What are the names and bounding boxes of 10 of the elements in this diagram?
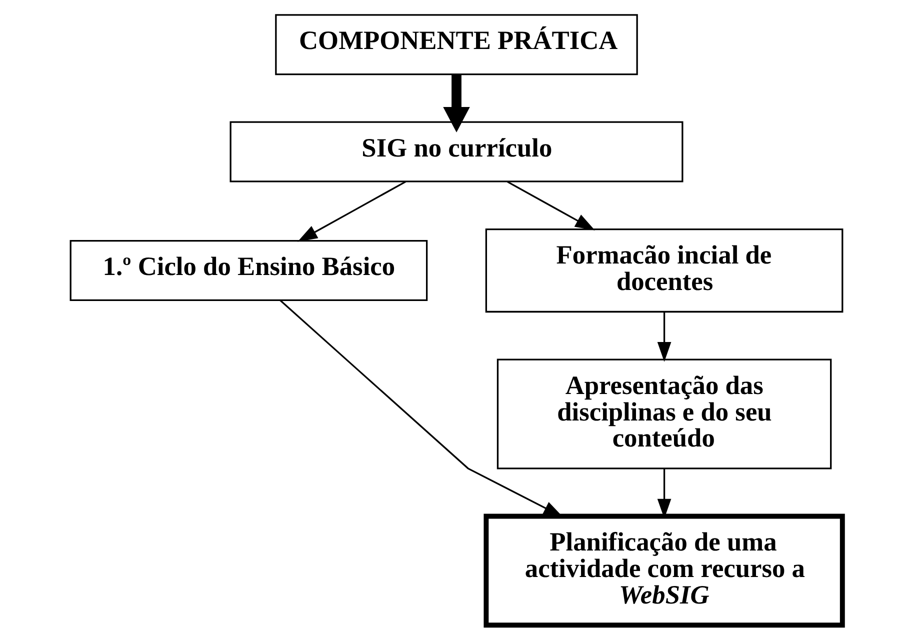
node-box: Formacão incial de docentes <box>485 228 844 313</box>
node-box: Apresentação das disciplinas e do seu conteúdo <box>496 358 832 470</box>
node-box: COMPONENTE PRÁTICA <box>275 14 638 76</box>
arrow <box>506 180 595 230</box>
arrow <box>657 312 672 362</box>
node-box: SIG no currículo <box>230 121 684 182</box>
arrow <box>443 74 470 132</box>
node-box: 1.º Ciclo do Ensino Básico <box>70 240 428 302</box>
node-box: Planificação de uma actividade com recurso a WebSIG <box>484 514 845 628</box>
arrow <box>298 180 406 242</box>
